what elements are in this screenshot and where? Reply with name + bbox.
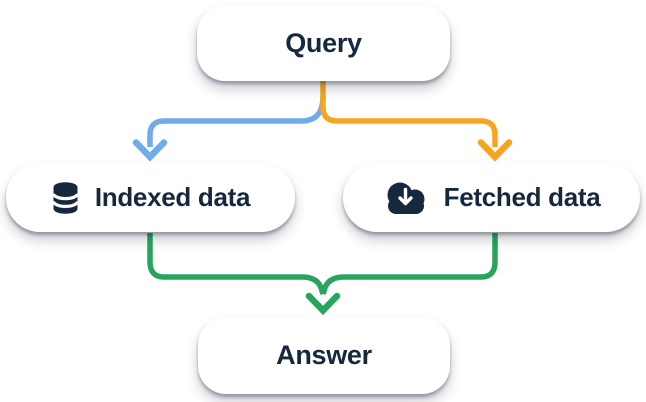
indexed-data-label: Indexed data	[94, 182, 251, 212]
arrowhead-orange	[477, 139, 513, 162]
arrowhead-blue	[132, 139, 168, 162]
query-label: Query	[285, 27, 362, 58]
fetched-data-label: Fetched data	[443, 182, 601, 212]
cloud-download-icon	[383, 180, 429, 215]
edge-indexed-to-answer	[147, 233, 326, 295]
node-indexed-data: Indexed data	[6, 163, 295, 232]
edge-query-to-fetched	[320, 80, 513, 162]
node-query: Query	[197, 5, 450, 81]
arrowhead-green	[305, 292, 341, 316]
node-answer: Answer	[198, 317, 450, 394]
answer-label: Answer	[276, 340, 372, 370]
node-fetched-data: Fetched data	[343, 163, 640, 232]
database-icon	[51, 181, 80, 215]
edge-query-to-indexed	[132, 95, 326, 162]
edge-fetched-to-answer	[305, 233, 498, 316]
